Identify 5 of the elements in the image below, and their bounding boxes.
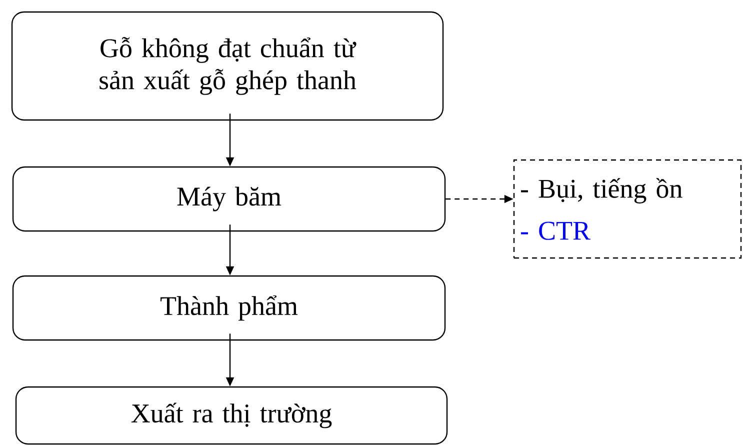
process-box: Máy băm	[12, 166, 446, 232]
process-box: Gỗ không đạt chuẩn từ sản xuất gỗ ghép thanh	[11, 11, 444, 121]
process-box: Xuất ra thị trường	[15, 386, 448, 445]
output-box: - Bụi, tiếng ồn - CTR	[513, 159, 742, 259]
process-box: Thành phẩm	[12, 275, 446, 341]
